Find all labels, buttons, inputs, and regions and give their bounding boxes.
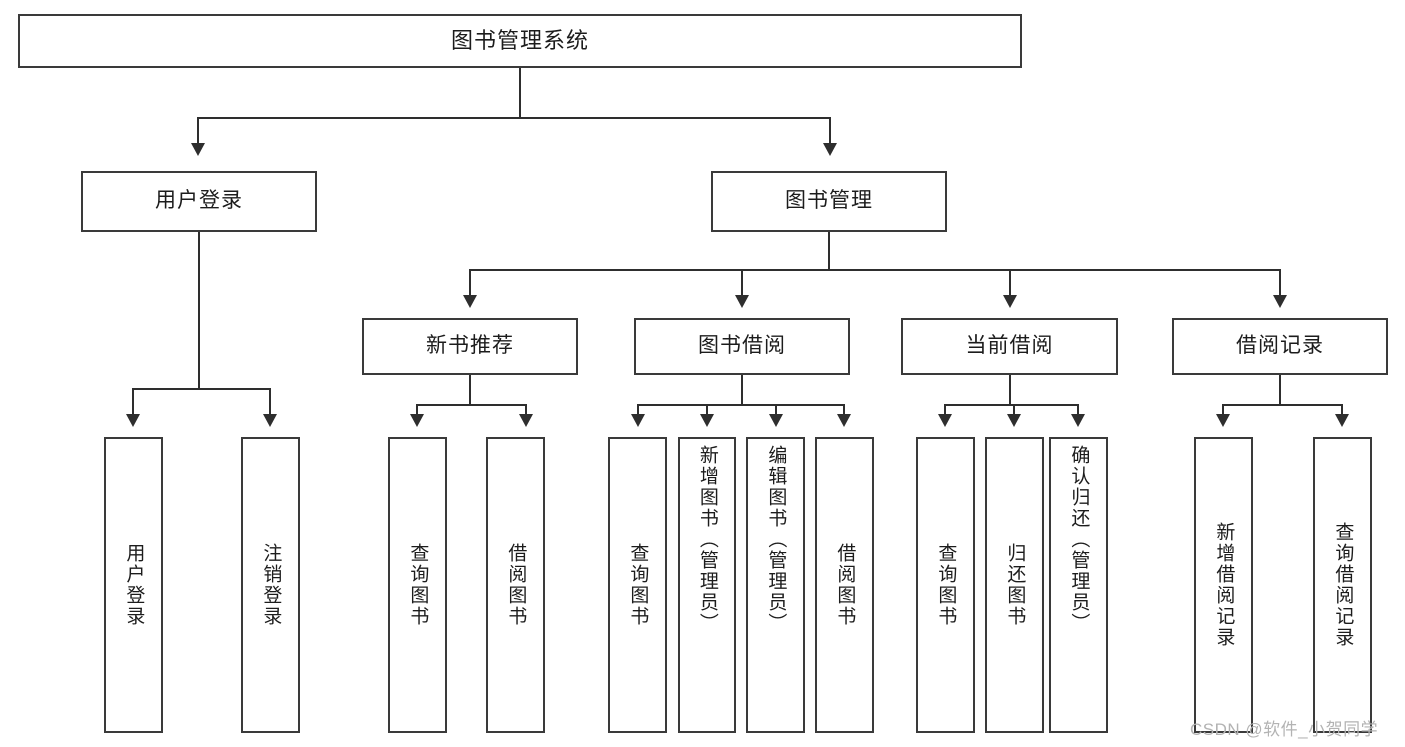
leaf-logout[interactable]: 注销登录 bbox=[241, 437, 300, 733]
leaf-add-borrow-record[interactable]: 新增借阅记录 bbox=[1194, 437, 1253, 733]
node-label: 当前借阅 bbox=[965, 334, 1054, 358]
edge-book-management-stem bbox=[828, 232, 830, 270]
node-label: 图书管理系统 bbox=[450, 28, 589, 54]
edge-root-bus bbox=[197, 117, 831, 119]
edge-new-book-stem bbox=[469, 375, 471, 405]
node-label: 编辑图书（管理员） bbox=[765, 445, 787, 634]
node-label: 借阅图书 bbox=[505, 543, 527, 627]
edge-user-login-stem bbox=[198, 232, 200, 389]
arrowhead-br-leaf-1 bbox=[1216, 414, 1230, 427]
arrowhead-cb-leaf-2 bbox=[1007, 414, 1021, 427]
arrowhead-cb-leaf-1 bbox=[938, 414, 952, 427]
edge-bb-to-leaf-4 bbox=[843, 404, 845, 416]
node-user-login[interactable]: 用户登录 bbox=[81, 171, 317, 232]
edge-borrow-record-bus bbox=[1222, 404, 1342, 406]
node-book-borrow[interactable]: 图书借阅 bbox=[634, 318, 850, 375]
edge-new-book-bus bbox=[416, 404, 527, 406]
node-label: 归还图书 bbox=[1004, 543, 1026, 627]
edge-newbook-to-leaf-2 bbox=[525, 404, 527, 416]
edge-bm-to-current-borrow bbox=[1009, 269, 1011, 297]
node-book-management-system[interactable]: 图书管理系统 bbox=[18, 14, 1022, 68]
arrowhead-nb-leaf-2 bbox=[519, 414, 533, 427]
arrowhead-current-borrow bbox=[1003, 295, 1017, 308]
node-label: 借阅图书 bbox=[834, 543, 856, 627]
node-current-borrow[interactable]: 当前借阅 bbox=[901, 318, 1118, 375]
leaf-query-book-current[interactable]: 查询图书 bbox=[916, 437, 975, 733]
leaf-add-book-admin[interactable]: 新增图书（管理员） bbox=[678, 437, 736, 733]
node-label: 新增借阅记录 bbox=[1213, 522, 1235, 648]
edge-bb-to-leaf-3 bbox=[775, 404, 777, 416]
edge-user-login-to-leaf-2 bbox=[269, 388, 271, 416]
leaf-edit-book-admin[interactable]: 编辑图书（管理员） bbox=[746, 437, 805, 733]
arrowhead-bb-leaf-4 bbox=[837, 414, 851, 427]
edge-root-stem bbox=[519, 68, 521, 118]
node-label: 新书推荐 bbox=[426, 334, 514, 358]
edge-br-to-leaf-1 bbox=[1222, 404, 1224, 416]
edge-root-to-book-management bbox=[829, 117, 831, 145]
node-label: 新增图书（管理员） bbox=[696, 445, 718, 634]
node-label: 借阅记录 bbox=[1236, 334, 1324, 358]
arrowhead-leaf-user-login bbox=[126, 414, 140, 427]
leaf-return-book[interactable]: 归还图书 bbox=[985, 437, 1044, 733]
leaf-user-login[interactable]: 用户登录 bbox=[104, 437, 163, 733]
node-label: 查询图书 bbox=[935, 543, 957, 627]
node-label: 图书借阅 bbox=[698, 334, 786, 358]
edge-user-login-bus bbox=[132, 388, 270, 390]
edge-newbook-to-leaf-1 bbox=[416, 404, 418, 416]
node-label: 查询图书 bbox=[627, 543, 649, 627]
node-label: 图书管理 bbox=[785, 189, 873, 213]
leaf-query-book-borrow[interactable]: 查询图书 bbox=[608, 437, 667, 733]
arrowhead-leaf-logout bbox=[263, 414, 277, 427]
arrowhead-nb-leaf-1 bbox=[410, 414, 424, 427]
node-label: 查询借阅记录 bbox=[1332, 522, 1354, 648]
edge-user-login-to-leaf-1 bbox=[132, 388, 134, 416]
edge-bm-to-book-borrow bbox=[741, 269, 743, 297]
edge-cb-to-leaf-2 bbox=[1013, 404, 1015, 416]
arrowhead-bb-leaf-2 bbox=[700, 414, 714, 427]
edge-book-borrow-stem bbox=[741, 375, 743, 405]
arrowhead-book-management bbox=[823, 143, 837, 156]
edge-bm-to-new-book bbox=[469, 269, 471, 297]
arrowhead-user-login bbox=[191, 143, 205, 156]
arrowhead-borrow-record bbox=[1273, 295, 1287, 308]
node-label: 用户登录 bbox=[123, 543, 145, 627]
leaf-query-borrow-record[interactable]: 查询借阅记录 bbox=[1313, 437, 1372, 733]
edge-bb-to-leaf-1 bbox=[637, 404, 639, 416]
edge-book-management-bus bbox=[469, 269, 1281, 271]
edge-br-to-leaf-2 bbox=[1341, 404, 1343, 416]
node-label: 注销登录 bbox=[260, 543, 282, 627]
leaf-borrow-book-recommend[interactable]: 借阅图书 bbox=[486, 437, 545, 733]
edge-bm-to-borrow-record bbox=[1279, 269, 1281, 297]
edge-current-borrow-bus bbox=[944, 404, 1079, 406]
edge-current-borrow-stem bbox=[1009, 375, 1011, 405]
leaf-query-book-recommend[interactable]: 查询图书 bbox=[388, 437, 447, 733]
arrowhead-book-borrow bbox=[735, 295, 749, 308]
edge-root-to-user-login bbox=[197, 117, 199, 145]
edge-cb-to-leaf-3 bbox=[1077, 404, 1079, 416]
arrowhead-bb-leaf-3 bbox=[769, 414, 783, 427]
edge-book-borrow-bus bbox=[637, 404, 845, 406]
arrowhead-cb-leaf-3 bbox=[1071, 414, 1085, 427]
node-new-book-recommend[interactable]: 新书推荐 bbox=[362, 318, 578, 375]
edge-cb-to-leaf-1 bbox=[944, 404, 946, 416]
csdn-watermark: CSDN @软件_小贺同学 bbox=[1190, 720, 1379, 739]
arrowhead-new-book-recommend bbox=[463, 295, 477, 308]
leaf-borrow-book[interactable]: 借阅图书 bbox=[815, 437, 874, 733]
node-book-management[interactable]: 图书管理 bbox=[711, 171, 947, 232]
arrowhead-br-leaf-2 bbox=[1335, 414, 1349, 427]
node-label: 用户登录 bbox=[155, 189, 243, 213]
node-label: 查询图书 bbox=[407, 543, 429, 627]
edge-bb-to-leaf-2 bbox=[706, 404, 708, 416]
arrowhead-bb-leaf-1 bbox=[631, 414, 645, 427]
node-label: 确认归还（管理员） bbox=[1068, 445, 1090, 634]
node-borrow-record[interactable]: 借阅记录 bbox=[1172, 318, 1388, 375]
leaf-confirm-return-admin[interactable]: 确认归还（管理员） bbox=[1049, 437, 1108, 733]
edge-borrow-record-stem bbox=[1279, 375, 1281, 405]
